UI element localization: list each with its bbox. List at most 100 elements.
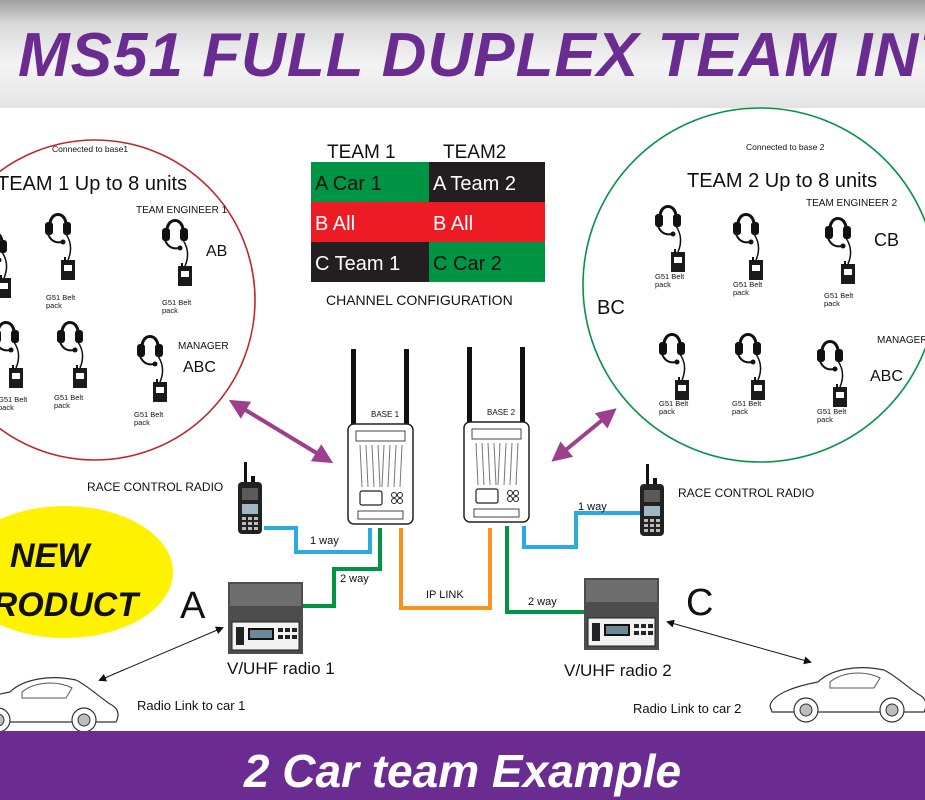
one-way-label-right: 1 way (578, 501, 607, 513)
team1-pack-label: pack (134, 418, 150, 427)
vuhf-radio-2 (583, 577, 660, 651)
team1-pack-label: G51 Belt (162, 298, 192, 307)
one-way-label-left: 1 way (310, 535, 339, 547)
radio1-letter: A (180, 585, 206, 627)
race-control-label-left: RACE CONTROL RADIO (87, 480, 223, 494)
team2-pack-label: G51 Belt (659, 399, 689, 408)
team2-pack-label: pack (732, 407, 748, 416)
table-cell-text: B All (433, 213, 473, 235)
team1-engineer-unit (160, 219, 194, 288)
team2-pack-label: pack (733, 288, 749, 297)
team2-manager-label: MANAGER (877, 335, 925, 346)
two-way-link-right (505, 526, 584, 614)
team2-headset-unit (657, 333, 691, 402)
race-control-radio-left (238, 462, 262, 534)
team1-headset-unit (0, 231, 13, 300)
team2-pack-label: pack (817, 415, 833, 424)
team2-engineer-label: TEAM ENGINEER 2 (806, 198, 898, 209)
car2-link-label: Radio Link to car 2 (633, 701, 741, 716)
race-car-1 (0, 677, 119, 733)
team1-headset-unit (55, 321, 89, 390)
team1-connected: Connected to base1 (52, 144, 128, 154)
table-caption: CHANNEL CONFIGURATION (326, 292, 513, 308)
footer-title: 2 Car team Example (243, 745, 682, 797)
team1-pack-label: G51 Belt (134, 410, 164, 419)
car1-link-label: Radio Link to car 1 (137, 698, 245, 713)
base2-station (463, 346, 530, 523)
footer-band (0, 731, 925, 800)
table-cell-text: C Team 1 (315, 253, 400, 275)
team1-pack-label: G51 Belt (46, 293, 76, 302)
team2-title: TEAM 2 Up to 8 units (687, 170, 877, 192)
team1-headset-unit (0, 321, 25, 390)
base1-label: BASE 1 (371, 410, 400, 419)
team2-pack-label: pack (659, 407, 675, 416)
one-way-link-right (522, 511, 640, 549)
one-way-link-left (264, 526, 372, 554)
base1-station (347, 348, 414, 525)
table-cell-text: A Team 2 (433, 173, 516, 195)
team1-pack-label: G51 Belt (54, 393, 84, 402)
team2-manager-channels: ABC (870, 368, 903, 385)
badge-line2: PRODUCT (0, 586, 141, 624)
table-cell (429, 202, 545, 242)
race-control-label-right: RACE CONTROL RADIO (678, 486, 814, 500)
race-control-radio-right (640, 464, 664, 536)
ip-link-label: IP LINK (426, 589, 464, 601)
team2-pack-label: G51 Belt (824, 291, 854, 300)
table-cell-text: B All (315, 213, 355, 235)
team2-circle (582, 107, 925, 463)
team2-pack-label: pack (824, 299, 840, 308)
team2-pack-label: pack (655, 280, 671, 289)
team1-link-arrow (228, 399, 334, 464)
new-product-badge (0, 506, 173, 638)
car2-radio-link (666, 619, 812, 665)
base2-label: BASE 2 (487, 408, 516, 417)
team2-pack-label: G51 Belt (732, 399, 762, 408)
two-way-label-left: 2 way (340, 573, 369, 585)
two-way-link-left (300, 528, 382, 608)
team2-headset-unit (653, 205, 687, 274)
team1-engineer-label: TEAM ENGINEER 1 (136, 205, 228, 216)
team1-pack-label: pack (0, 403, 14, 412)
table-cell (429, 242, 545, 282)
team2-headset-unit (733, 333, 767, 402)
table-cell (429, 162, 545, 202)
team1-manager-unit (135, 335, 169, 404)
table-header-team2: TEAM2 (443, 142, 506, 163)
table-cell (311, 242, 429, 282)
team2-pack-label: G51 Belt (817, 407, 847, 416)
team2-manager-unit (815, 340, 849, 409)
main-title: MS51 FULL DUPLEX TEAM INTERCOM (18, 21, 925, 90)
car1-radio-link (98, 626, 224, 682)
team1-pack-label: G51 Belt (0, 395, 28, 404)
team1-engineer-channels: AB (206, 243, 227, 260)
header-band (0, 0, 925, 108)
table-header-team1: TEAM 1 (327, 142, 396, 163)
team2-link-arrow (551, 408, 617, 462)
team1-title: TEAM 1 Up to 8 units (0, 173, 187, 195)
team1-manager-label: MANAGER (178, 341, 229, 352)
team2-engineer-channels: CB (874, 230, 899, 250)
badge-line1: NEW (10, 537, 92, 575)
vuhf-radio-1 (227, 581, 304, 655)
ip-link (399, 528, 492, 610)
channel-table: TEAM 1 TEAM2 A Car 1 A Team 2 B All B Al… (311, 142, 545, 308)
team1-headset-unit (43, 213, 77, 282)
table-cell (311, 162, 429, 202)
team2-engineer-unit (823, 217, 857, 286)
team1-manager-channels: ABC (183, 359, 216, 376)
team2-connected: Connected to base 2 (746, 142, 825, 152)
team2-side-channels: BC (597, 297, 625, 319)
team1-pack-label: pack (46, 301, 62, 310)
table-cell-text: C Car 2 (433, 253, 502, 275)
radio1-label: V/UHF radio 1 (227, 659, 335, 678)
table-cell-text: A Car 1 (315, 173, 382, 195)
team2-headset-unit (731, 213, 765, 282)
radio2-label: V/UHF radio 2 (564, 661, 672, 680)
team1-circle (0, 139, 256, 461)
race-car-2 (769, 667, 925, 723)
team1-pack-label: pack (162, 306, 178, 315)
